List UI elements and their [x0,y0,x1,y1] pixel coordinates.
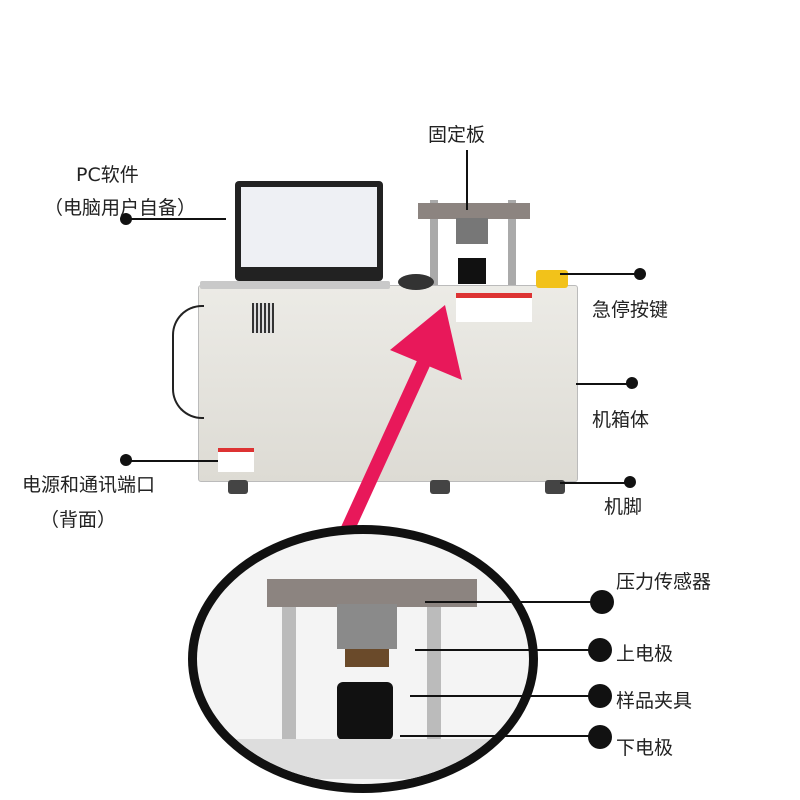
label-chassis: 机箱体 [592,409,650,431]
leader-line [400,735,600,737]
marker-dot [588,725,612,749]
mouse [398,274,434,290]
qr-code [252,303,274,333]
zoom-pressure-sensor [337,604,397,649]
label-fixed-plate: 固定板 [428,124,486,146]
fixture-post [430,200,438,285]
marker-dot [120,454,132,466]
pc-software-window [241,187,377,267]
fixed-plate [418,203,530,219]
machine-foot [430,480,450,494]
pressure-sensor [456,218,488,244]
label-emergency-stop: 急停按键 [592,299,669,321]
marker-dot [634,268,646,280]
leader-line [415,649,600,651]
marker-dot [626,377,638,389]
leader-line [425,601,600,603]
label-power-port: 电源和通讯端口 [22,474,156,496]
laptop-base [200,281,390,289]
warning-label-bottom [218,448,254,472]
label-pc-software-note: （电脑用户自备） [44,197,197,219]
zoom-post [282,579,296,779]
label-sample-fixture: 样品夹具 [616,690,693,712]
machine-foot [228,480,248,494]
fixture-post [508,200,516,285]
zoom-lower-plate [237,739,507,779]
label-pressure-sensor: 压力传感器 [616,571,712,593]
label-upper-electrode: 上电极 [616,643,674,665]
marker-dot [588,684,612,708]
sample-fixture [458,258,486,284]
label-pc-software: PC软件 [76,164,139,186]
marker-dot [120,213,132,225]
zoom-post [427,579,441,779]
marker-dot [588,638,612,662]
marker-dot [624,476,636,488]
label-lower-electrode: 下电极 [616,737,674,759]
marker-dot [590,590,614,614]
leader-line [576,383,632,385]
label-power-port-note: （背面） [40,509,117,531]
leader-line [130,460,218,462]
zoom-detail-circle [188,525,538,793]
label-feet: 机脚 [604,496,643,518]
leader-line [560,273,640,275]
leader-line [126,218,226,220]
zoom-sample-fixture [337,682,393,740]
leader-line [410,695,600,697]
leader-line [466,150,468,210]
zoom-upper-electrode [345,649,389,667]
leader-line [560,482,630,484]
warning-label [456,293,532,322]
